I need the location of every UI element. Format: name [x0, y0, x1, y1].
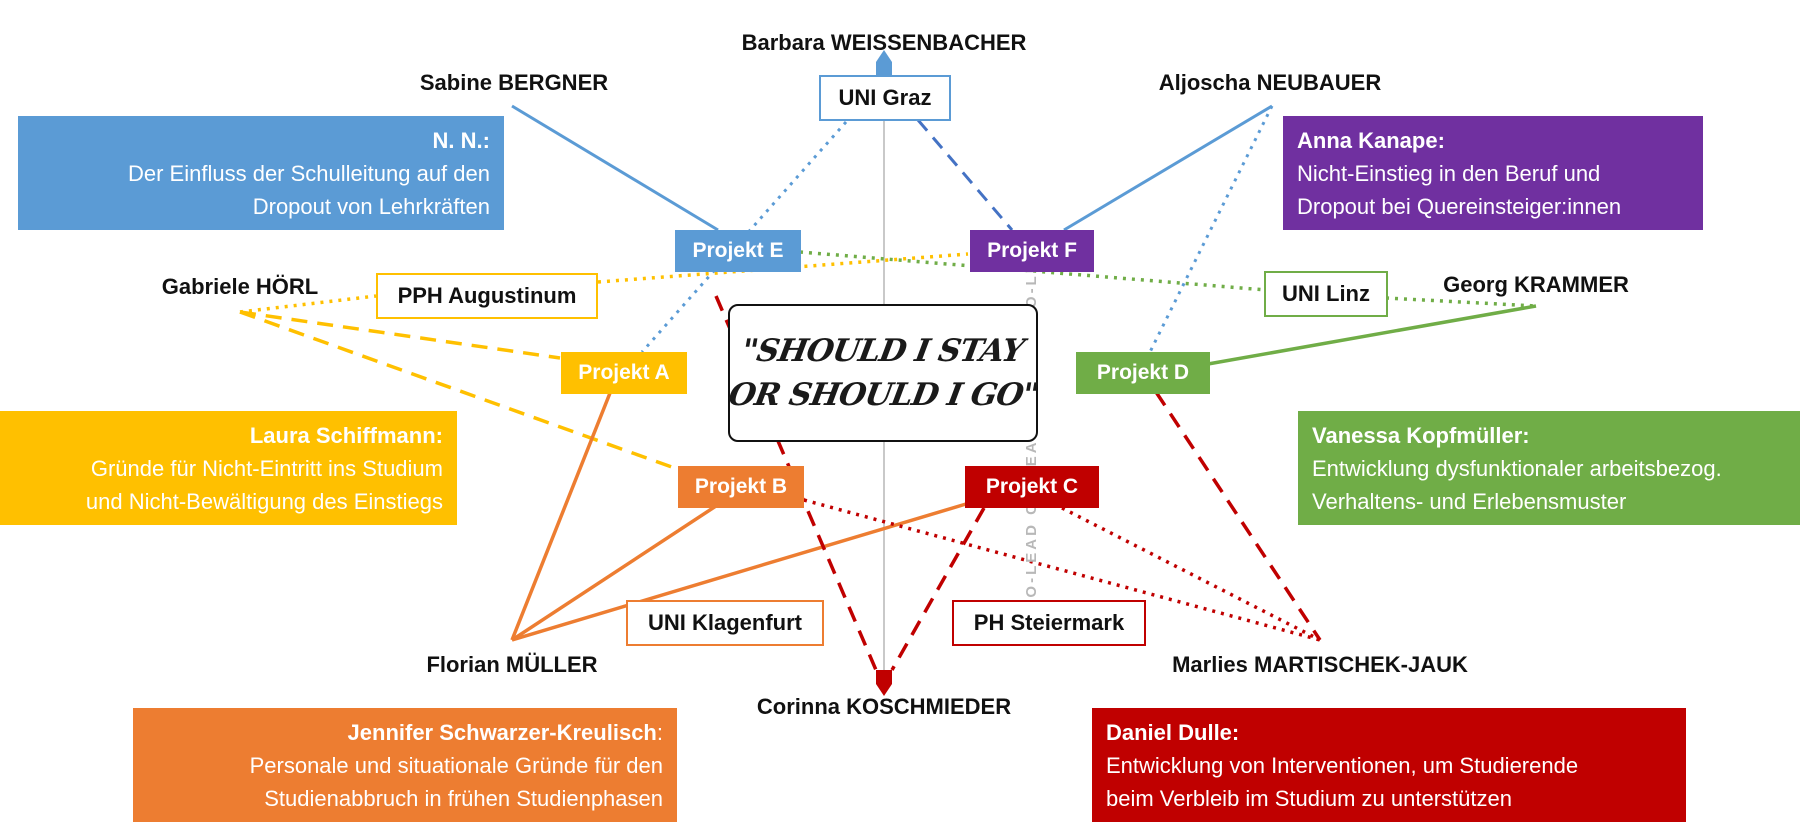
- panel-kanape-title: Anna Kanape:: [1297, 128, 1445, 153]
- line-bergner-projekt-e: [511, 104, 719, 232]
- name-florian-mueller: Florian MÜLLER: [426, 652, 598, 677]
- project-e: Projekt E: [675, 230, 801, 272]
- panel-schwarzer-line-2: Studienabbruch in frühen Studienphasen: [264, 786, 663, 811]
- panel-schiffmann-title: Laura Schiffmann:: [249, 423, 443, 448]
- line-neubauer-projekt-d: [1148, 105, 1274, 353]
- name-georg-krammer: Georg KRAMMER: [1443, 272, 1629, 297]
- panel-schiffmann-line-1: Gründe für Nicht-Eintritt ins Studium: [90, 456, 443, 481]
- panel-schwarzer-title-colon: :: [656, 720, 663, 745]
- project-a: Projekt A: [561, 352, 687, 394]
- panel-dulle-line-2: beim Verbleib im Studium zu unterstützen: [1106, 786, 1512, 811]
- arrow-up-blue: [876, 50, 892, 76]
- project-b: Projekt B: [678, 466, 804, 508]
- line-krammer-projekt-d: [1207, 304, 1537, 366]
- panel-dulle-title: Daniel Dulle:: [1106, 720, 1240, 745]
- name-sabine-bergner: Sabine BERGNER: [419, 70, 609, 95]
- panel-dulle: Daniel Dulle: Entwicklung von Interventi…: [1092, 708, 1686, 822]
- panel-dulle-line-1: Entwicklung von Interventionen, um Studi…: [1106, 753, 1579, 778]
- institution-uni-graz: UNI Graz: [819, 75, 951, 121]
- panel-schwarzer-kreulisch: Jennifer Schwarzer-Kreulisch: Personale …: [133, 708, 677, 822]
- line-projekt-c-martischek: [1061, 506, 1321, 642]
- panel-schwarzer-title: Jennifer Schwarzer-Kreulisch: [347, 720, 657, 745]
- panel-nn-line-2: Dropout von Lehrkräften: [252, 194, 490, 219]
- panel-kanape-line-2: Dropout bei Quereinsteiger:innen: [1297, 194, 1622, 219]
- name-aljoscha-neubauer: Aljoscha NEUBAUER: [1158, 70, 1382, 95]
- line-linz-krammer: [1385, 296, 1537, 308]
- line-mueller-projekt-a: [510, 387, 614, 641]
- institution-uni-klagenfurt: UNI Klagenfurt: [626, 600, 824, 646]
- arrow-down-red: [876, 670, 892, 696]
- panel-schiffmann-line-2: und Nicht-Bewältigung des Einstiegs: [85, 489, 443, 514]
- line-graz-projekt-f: [916, 119, 1014, 231]
- center-quote-box: "SHOULD I STAY OR SHOULD I GO": [725, 304, 1041, 442]
- line-hoerl-projekt-a: [239, 310, 561, 360]
- project-c: Projekt C: [965, 466, 1099, 508]
- institution-pph-augustinum: PPH Augustinum: [376, 273, 598, 319]
- panel-kopfmueller-line-2: Verhaltens- und Erlebensmuster: [1312, 489, 1627, 514]
- line-projekt-d-martischek: [1154, 391, 1322, 641]
- panel-kanape: Anna Kanape: Nicht-Einstieg in den Beruf…: [1283, 116, 1703, 230]
- line-projekt-c-koschmieder: [890, 507, 986, 671]
- line-neubauer-projekt-f: [1063, 104, 1273, 232]
- name-gabriele-hoerl: Gabriele HÖRL: [161, 274, 319, 299]
- panel-kopfmueller-line-1: Entwicklung dysfunktionaler arbeitsbezog…: [1312, 456, 1722, 481]
- panel-kopfmueller-title: Vanessa Kopfmüller:: [1312, 423, 1530, 448]
- project-d: Projekt D: [1076, 352, 1210, 394]
- name-barbara-weissenbacher: Barbara WEISSENBACHER: [741, 30, 1027, 55]
- name-corinna-koschmieder: Corinna KOSCHMIEDER: [756, 694, 1012, 719]
- line-mueller-projekt-b: [511, 504, 717, 642]
- panel-kanape-line-1: Nicht-Einstieg in den Beruf und: [1297, 161, 1601, 186]
- institution-uni-linz: UNI Linz: [1264, 271, 1388, 317]
- line-mueller-projekt-c: [511, 502, 967, 642]
- institution-ph-steiermark: PH Steiermark: [952, 600, 1146, 646]
- panel-schwarzer-line-1: Personale und situationale Gründe für de…: [249, 753, 663, 778]
- panel-nn-title: N. N.:: [432, 128, 490, 153]
- project-f: Projekt F: [970, 230, 1094, 272]
- center-quote-line-1: "SHOULD I STAY: [739, 333, 1027, 369]
- panel-nn: N. N.: Der Einfluss der Schulleitung auf…: [18, 116, 504, 230]
- center-quote-line-2: OR SHOULD I GO": [725, 377, 1041, 413]
- panel-schwarzer-title-row: Jennifer Schwarzer-Kreulisch:: [147, 716, 663, 749]
- name-marlies-martischek-jauk: Marlies MARTISCHEK-JAUK: [1172, 652, 1468, 677]
- panel-kopfmueller: Vanessa Kopfmüller: Entwicklung dysfunkt…: [1298, 411, 1800, 525]
- panel-nn-line-1: Der Einfluss der Schulleitung auf den: [128, 161, 490, 186]
- panel-schiffmann: Laura Schiffmann: Gründe für Nicht-Eintr…: [0, 411, 457, 525]
- line-projekt-e-linz: [799, 250, 1267, 292]
